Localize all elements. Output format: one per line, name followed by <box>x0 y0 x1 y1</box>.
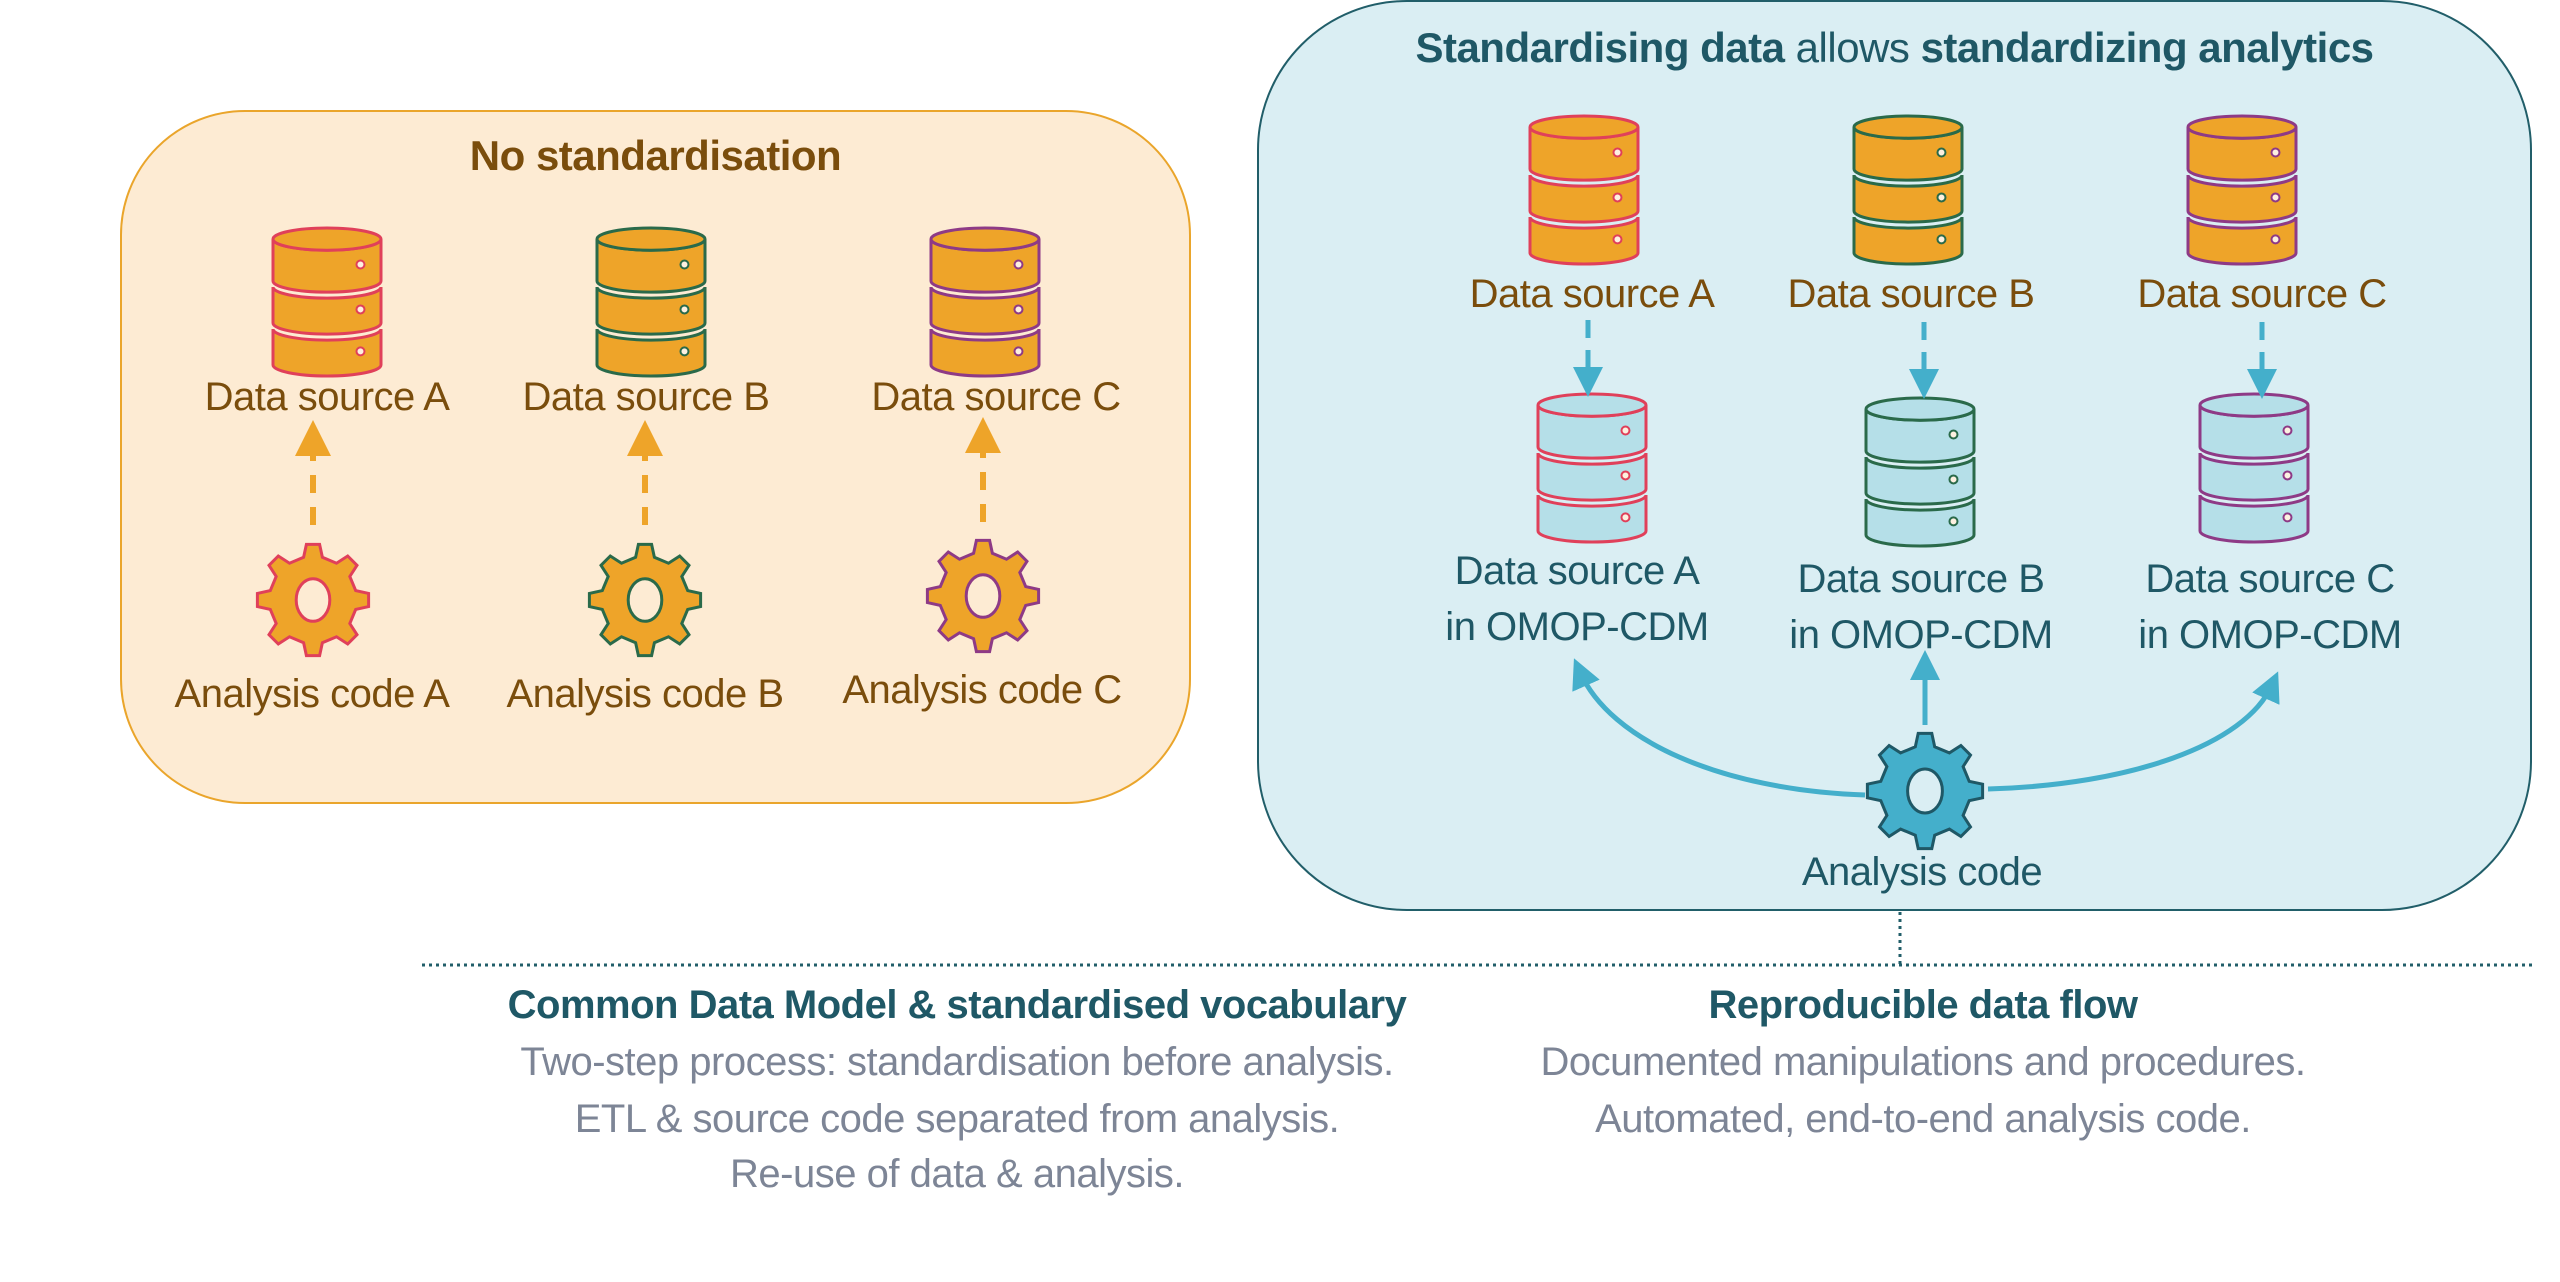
omop-source-c-label: Data source C in OMOP-CDM <box>2138 551 2402 663</box>
omop-database-icon-a <box>1536 392 1648 544</box>
right-panel-title: Standardising data allows standardizing … <box>1257 24 2532 72</box>
right-source-a-label: Data source A <box>1469 272 1715 316</box>
left-panel-title: No standardisation <box>469 132 842 179</box>
omop-source-a-label: Data source A in OMOP-CDM <box>1445 543 1709 655</box>
analysis-gear-icon <box>1865 731 1985 851</box>
omop-source-a-line1: Data source A <box>1454 549 1700 593</box>
reproducible-line-1: Documented manipulations and procedures. <box>1540 1040 2306 1084</box>
omop-source-c-line1: Data source C <box>2145 557 2395 601</box>
omop-source-b-line1: Data source B <box>1797 557 2045 601</box>
reproducible-line-2: Automated, end-to-end analysis code. <box>1595 1097 2251 1141</box>
right-source-c-label: Data source C <box>2137 272 2387 316</box>
omop-source-a-line2: in OMOP-CDM <box>1445 605 1709 649</box>
analysis-code-label: Analysis code <box>1801 850 2043 894</box>
right-source-b-label: Data source B <box>1787 272 2035 316</box>
arrow-analysis-to-omop-a <box>1572 658 1866 798</box>
cdm-line-3: Re-use of data & analysis. <box>730 1152 1184 1196</box>
no-standardisation-panel <box>120 110 1191 804</box>
title-part-3: standardizing analytics <box>1920 24 2374 71</box>
left-database-icon-c <box>929 226 1041 378</box>
omop-database-icon-b <box>1864 396 1976 548</box>
left-source-c-label: Data source C <box>871 375 1121 419</box>
cdm-line-1: Two-step process: standardisation before… <box>520 1040 1394 1084</box>
title-part-2: allows <box>1784 24 1921 71</box>
left-gear-icon-b <box>587 542 703 658</box>
reproducible-heading: Reproducible data flow <box>1708 983 2138 1027</box>
left-database-icon-b <box>595 226 707 378</box>
omop-database-icon-c <box>2198 392 2310 544</box>
omop-source-b-line2: in OMOP-CDM <box>1789 613 2053 657</box>
right-database-icon-b <box>1852 114 1964 266</box>
left-database-icon-a <box>271 226 383 378</box>
left-gear-icon-c <box>925 538 1041 654</box>
left-source-b-label: Data source B <box>522 375 770 419</box>
left-analysis-b-label: Analysis code B <box>506 672 784 716</box>
left-gear-icon-a <box>255 542 371 658</box>
cdm-heading: Common Data Model & standardised vocabul… <box>507 983 1407 1027</box>
left-source-a-label: Data source A <box>204 375 450 419</box>
omop-source-b-label: Data source B in OMOP-CDM <box>1789 551 2053 663</box>
omop-source-c-line2: in OMOP-CDM <box>2138 613 2402 657</box>
right-database-icon-a <box>1528 114 1640 266</box>
title-part-1: Standardising data <box>1415 24 1785 71</box>
left-analysis-a-label: Analysis code A <box>174 672 450 716</box>
arrow-analysis-to-omop-c <box>1987 671 2280 792</box>
right-database-icon-c <box>2186 114 2298 266</box>
cdm-line-2: ETL & source code separated from analysi… <box>574 1097 1340 1141</box>
left-analysis-c-label: Analysis code C <box>842 668 1122 712</box>
